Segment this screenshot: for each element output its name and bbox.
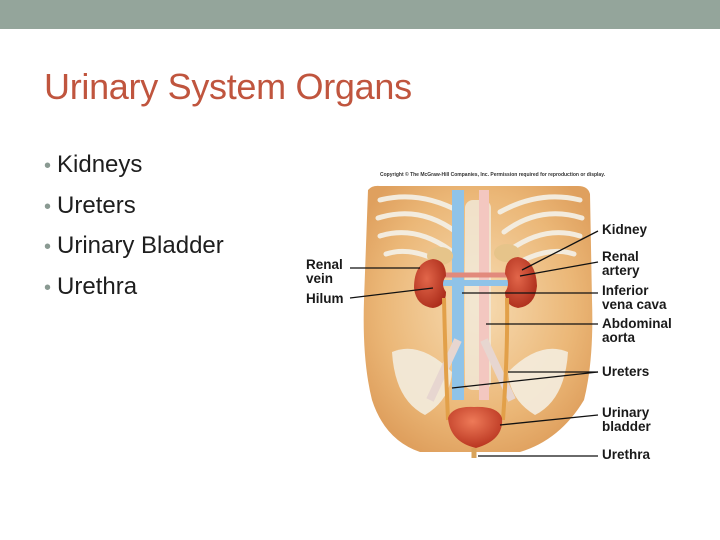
bullet-text: Ureters [57, 191, 136, 219]
bullet-dot: • [44, 195, 52, 218]
bullet-list: •Kidneys •Ureters •Urinary Bladder •Uret… [44, 148, 224, 310]
bullet-text: Urethra [57, 272, 138, 300]
bullet-item: •Ureters [44, 189, 224, 230]
adrenal-gland-right [494, 244, 520, 262]
urinary-system-illustration [349, 185, 599, 458]
label-renal-vein: Renal vein [306, 257, 343, 286]
bullet-item: •Kidneys [44, 148, 224, 189]
ureter-left [442, 297, 450, 421]
top-bar [0, 0, 720, 29]
kidney-left [414, 259, 446, 308]
label-hilum: Hilum [306, 291, 344, 306]
kidney-right [505, 257, 537, 308]
ureter-right [501, 297, 510, 421]
pelvis [392, 348, 568, 415]
bullet-dot: • [44, 276, 52, 299]
bullet-item: •Urethra [44, 270, 224, 311]
bullet-text: Kidneys [57, 151, 143, 178]
bullet-text: Urinary Bladder [57, 232, 224, 259]
label-urethra: Urethra [602, 447, 651, 462]
bullet-dot: • [44, 155, 52, 177]
urinary-bladder [448, 406, 503, 448]
label-abdominal-aorta: Abdominal aorta [602, 316, 672, 345]
label-renal-artery: Renal artery [602, 249, 640, 278]
label-urinary-bladder: Urinary bladder [602, 405, 651, 434]
bullet-item: •Urinary Bladder [44, 229, 224, 270]
slide-title: Urinary System Organs [44, 66, 412, 107]
label-kidney: Kidney [602, 222, 648, 237]
label-ureters: Ureters [602, 364, 650, 379]
bullet-dot: • [44, 236, 52, 258]
label-inferior-vena-cava: Inferior vena cava [602, 283, 667, 312]
copyright-notice: Copyright © The McGraw-Hill Companies, I… [380, 172, 606, 178]
leader-lines [349, 230, 599, 457]
